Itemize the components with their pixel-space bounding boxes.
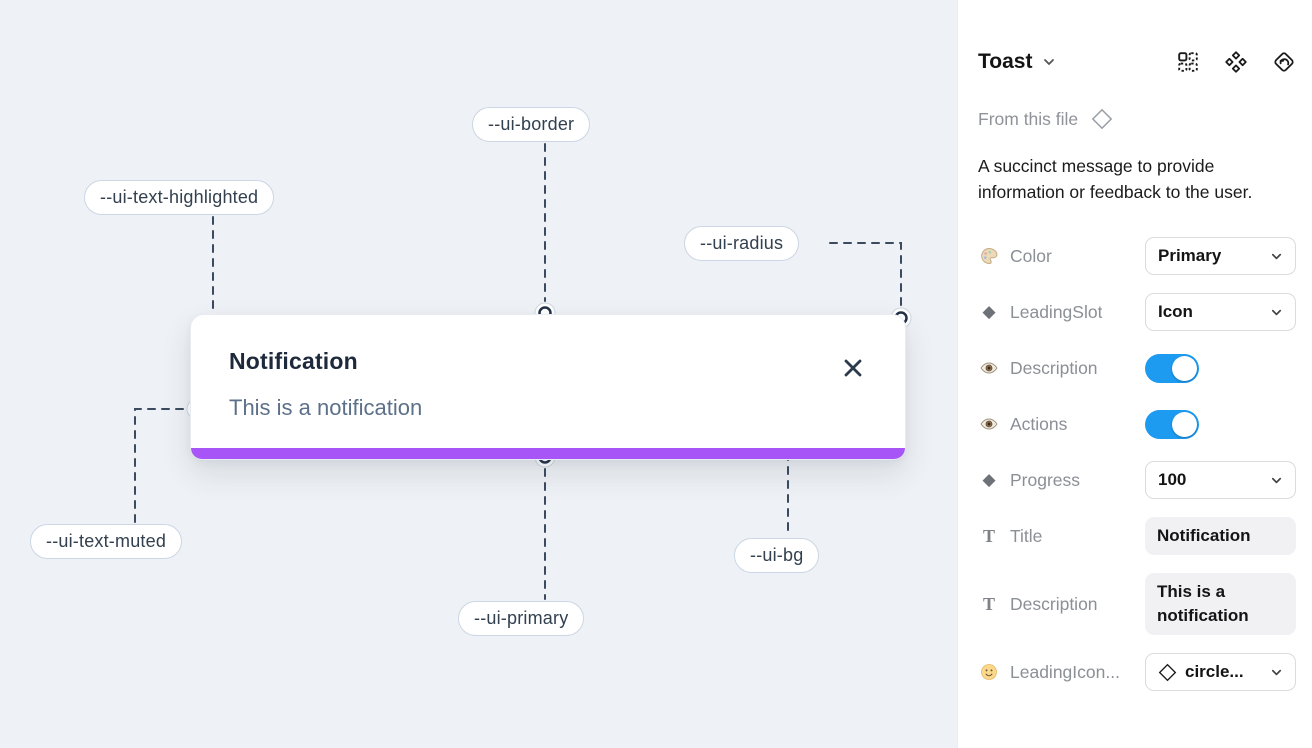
prop-row-leadingicon: LeadingIcon... circle...: [978, 653, 1296, 691]
connector-radius: [829, 242, 902, 307]
eye-icon: [978, 413, 1000, 435]
eye-icon: [978, 357, 1000, 379]
description-field[interactable]: This is a notification: [1145, 573, 1296, 635]
toggle-knob: [1172, 411, 1197, 437]
prop-row-color: Color Primary: [978, 237, 1296, 275]
component-name: Toast: [978, 50, 1033, 73]
component-description: A succinct message to provide informatio…: [978, 156, 1253, 202]
prop-label-title: Title: [1010, 525, 1043, 546]
chevron-down-icon: [1271, 669, 1282, 675]
source-label: From this file: [978, 108, 1079, 129]
diamond-outline-icon: [1091, 108, 1113, 130]
prop-label-leadingslot: LeadingSlot: [1010, 301, 1103, 322]
text-icon: [978, 525, 1000, 547]
var-label-ui-radius: --ui-radius: [684, 226, 800, 261]
prop-label-actions: Actions: [1010, 413, 1068, 434]
toast-description: This is a notification: [229, 395, 423, 420]
leadingicon-dropdown[interactable]: circle...: [1145, 653, 1296, 691]
chevron-down-icon: [1271, 477, 1282, 483]
diamond-icon: [978, 301, 1000, 323]
var-label-ui-bg: --ui-bg: [734, 538, 820, 573]
source-row: From this file: [978, 107, 1296, 131]
prop-label-leadingicon: LeadingIcon...: [1010, 661, 1120, 682]
var-label-ui-text-highlighted: --ui-text-highlighted: [84, 180, 275, 215]
prop-row-title: Title Notification: [978, 517, 1296, 555]
prop-label-color: Color: [1010, 245, 1052, 266]
component-icon[interactable]: [1224, 50, 1248, 74]
prop-row-leadingslot: LeadingSlot Icon: [978, 293, 1296, 331]
header-icons: [1176, 50, 1296, 74]
prop-label-progress: Progress: [1010, 469, 1081, 490]
connector-text-muted: [134, 408, 186, 523]
diamond-icon: [978, 469, 1000, 491]
toast-component[interactable]: Notification This is a notification: [190, 314, 906, 460]
progress-dropdown[interactable]: 100: [1145, 461, 1296, 499]
return-to-instance-icon[interactable]: [1272, 50, 1296, 74]
var-label-ui-primary: --ui-primary: [458, 601, 585, 636]
panel-header: Toast: [978, 50, 1296, 74]
diamond-outline-icon: [1158, 663, 1177, 682]
leadingslot-dropdown[interactable]: Icon: [1145, 293, 1296, 331]
toggle-knob: [1172, 355, 1197, 381]
toast-title: Notification: [229, 348, 358, 374]
smiley-icon: [978, 661, 1000, 683]
properties-panel: Toast: [957, 0, 1312, 748]
prop-label-description: Description: [1010, 357, 1098, 378]
chevron-down-icon: [1271, 253, 1282, 259]
prop-row-description-toggle: Description: [978, 349, 1296, 387]
property-rows: Color Primary LeadingSlot Icon: [978, 237, 1296, 691]
color-dropdown-value: Primary: [1158, 246, 1222, 265]
chevron-down-icon: [1271, 309, 1282, 315]
design-canvas[interactable]: --ui-border --ui-text-highlighted --ui-r…: [0, 0, 957, 748]
instance-swap-icon[interactable]: [1176, 50, 1200, 74]
toast-progress-bar: [191, 448, 905, 459]
text-icon: [978, 593, 1000, 615]
palette-icon: [978, 245, 1000, 267]
prop-row-description-text: Description This is a notification: [978, 573, 1296, 635]
description-toggle[interactable]: [1145, 353, 1199, 383]
var-label-ui-text-muted: --ui-text-muted: [30, 524, 183, 559]
leadingslot-dropdown-value: Icon: [1158, 302, 1193, 321]
progress-dropdown-value: 100: [1158, 470, 1187, 489]
prop-label-description-text: Description: [1010, 593, 1098, 614]
title-field[interactable]: Notification: [1145, 517, 1296, 555]
close-icon[interactable]: [841, 356, 865, 380]
chevron-down-icon[interactable]: [1042, 55, 1056, 69]
var-label-ui-border: --ui-border: [472, 107, 591, 142]
leadingicon-dropdown-value: circle...: [1185, 662, 1244, 681]
actions-toggle[interactable]: [1145, 409, 1199, 439]
prop-row-actions-toggle: Actions: [978, 405, 1296, 443]
prop-row-progress: Progress 100: [978, 461, 1296, 499]
color-dropdown[interactable]: Primary: [1145, 237, 1296, 275]
